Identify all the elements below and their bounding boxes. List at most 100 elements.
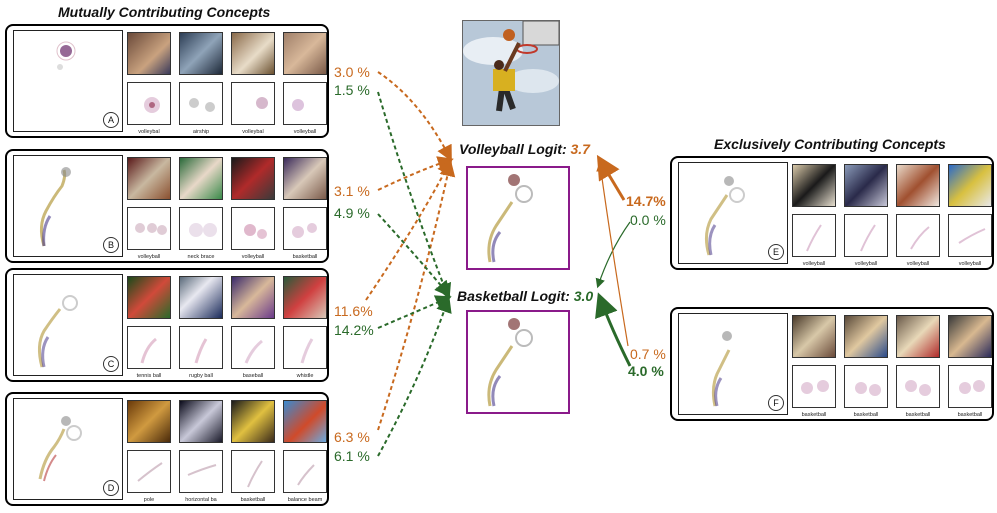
concept-heatmap-small bbox=[896, 214, 940, 257]
concept-photo bbox=[283, 157, 327, 200]
concept-panel-a: A volleybal airship volleybal volleyball bbox=[5, 24, 329, 138]
arrow-f-volleyball bbox=[596, 161, 629, 347]
arrow-b-basketball bbox=[377, 213, 451, 298]
concept-photo bbox=[896, 164, 940, 207]
concept-photo bbox=[844, 164, 888, 207]
concept-heatmap-small bbox=[127, 450, 171, 493]
concept-heatmap-small bbox=[231, 326, 275, 369]
basketball-logit-title: Basketball Logit: 3.0 bbox=[457, 288, 594, 304]
concept-heatmap-small bbox=[231, 450, 275, 493]
concept-label: volleybal bbox=[138, 129, 160, 135]
concept-heatmap-small bbox=[792, 214, 836, 257]
volleyball-logit-title: Volleyball Logit: 3.7 bbox=[459, 141, 590, 157]
concept-photo bbox=[844, 315, 888, 358]
concept-label: basketball bbox=[292, 254, 318, 260]
concept-heatmap: B bbox=[13, 155, 123, 257]
pct-e-volleyball: 14.7% bbox=[626, 193, 666, 209]
pct-f-volleyball: 0.7 % bbox=[630, 346, 666, 362]
concept-photo bbox=[283, 400, 327, 443]
pct-b-basketball: 4.9 % bbox=[334, 205, 370, 221]
concept-photo bbox=[231, 32, 275, 75]
input-photo bbox=[462, 20, 560, 126]
pct-c-volleyball: 11.6% bbox=[334, 303, 373, 319]
concept-heatmap-small bbox=[283, 450, 327, 493]
concept-label: volleybal bbox=[242, 129, 264, 135]
arrow-c-basketball bbox=[377, 295, 452, 329]
concept-photo bbox=[896, 315, 940, 358]
concept-photo bbox=[283, 276, 327, 319]
basketball-logit-label: Basketball Logit bbox=[457, 288, 566, 304]
concept-heatmap-small bbox=[127, 207, 171, 250]
concept-panel-e: E volleyball volleyball volleyball volle… bbox=[670, 156, 994, 270]
concept-photo bbox=[231, 276, 275, 319]
concept-label: basketball bbox=[905, 412, 931, 418]
concept-photo bbox=[179, 157, 223, 200]
concept-photo bbox=[179, 276, 223, 319]
panel-badge: F bbox=[768, 395, 784, 411]
pct-d-volleyball: 6.3 % bbox=[334, 429, 370, 445]
concept-heatmap-small bbox=[896, 365, 940, 408]
concept-photo bbox=[179, 400, 223, 443]
concept-label: volleyball bbox=[906, 261, 930, 267]
concept-label: volleyball bbox=[293, 129, 317, 135]
arrow-d-basketball bbox=[377, 296, 452, 457]
concept-label: volleyball bbox=[958, 261, 982, 267]
volleyball-logit-label: Volleyball Logit bbox=[459, 141, 562, 157]
panel-badge: E bbox=[768, 244, 784, 260]
concept-heatmap-small bbox=[127, 326, 171, 369]
concept-label: volleyball bbox=[241, 254, 265, 260]
concept-heatmap-small bbox=[844, 365, 888, 408]
panel-badge: A bbox=[103, 112, 119, 128]
pct-e-basketball: 0.0 % bbox=[630, 212, 666, 228]
concept-heatmap-small bbox=[283, 207, 327, 250]
concept-heatmap-small bbox=[179, 82, 223, 125]
concept-panel-f: F basketball basketball basketball baske… bbox=[670, 307, 994, 421]
basketball-logit-heatmap bbox=[466, 310, 570, 414]
concept-label: balance beam bbox=[287, 497, 323, 503]
concept-heatmap-small bbox=[179, 450, 223, 493]
concept-photo bbox=[948, 164, 992, 207]
concept-heatmap-small bbox=[844, 214, 888, 257]
exclusive-concepts-title: Exclusively Contributing Concepts bbox=[714, 136, 946, 152]
concept-photo bbox=[127, 157, 171, 200]
arrow-c-volleyball bbox=[365, 158, 452, 301]
concept-photo bbox=[231, 157, 275, 200]
concept-label: neck brace bbox=[187, 254, 215, 260]
concept-heatmap-small bbox=[283, 82, 327, 125]
arrow-e-volleyball bbox=[596, 154, 626, 201]
concept-label: pole bbox=[143, 497, 155, 503]
mutual-concepts-title: Mutually Contributing Concepts bbox=[58, 4, 271, 20]
concept-photo bbox=[127, 32, 171, 75]
concept-label: basketball bbox=[801, 412, 827, 418]
concept-photo bbox=[179, 32, 223, 75]
concept-label: basketball bbox=[957, 412, 983, 418]
panel-badge: D bbox=[103, 480, 119, 496]
concept-heatmap-small bbox=[792, 365, 836, 408]
arrow-a-volleyball bbox=[377, 71, 452, 162]
pct-a-volleyball: 3.0 % bbox=[334, 64, 370, 80]
concept-heatmap: C bbox=[13, 274, 123, 376]
arrow-e-basketball bbox=[595, 221, 631, 289]
pct-b-volleyball: 3.1 % bbox=[334, 183, 370, 199]
concept-photo bbox=[283, 32, 327, 75]
concept-heatmap: E bbox=[678, 162, 788, 264]
concept-label: volleyball bbox=[802, 261, 826, 267]
concept-label: whistle bbox=[296, 373, 314, 379]
concept-panel-d: D pole horizontal ba basketball balance … bbox=[5, 392, 329, 506]
concept-heatmap-small bbox=[948, 365, 992, 408]
concept-label: horizontal ba bbox=[185, 497, 217, 503]
concept-photo bbox=[792, 164, 836, 207]
volleyball-logit-heatmap bbox=[466, 166, 570, 270]
panel-badge: C bbox=[103, 356, 119, 372]
concept-label: rugby ball bbox=[189, 373, 213, 379]
concept-photo bbox=[948, 315, 992, 358]
arrow-f-basketball bbox=[595, 292, 632, 367]
concept-photo bbox=[127, 400, 171, 443]
concept-label: airship bbox=[192, 129, 210, 135]
concept-label: tennis ball bbox=[136, 373, 162, 379]
panel-badge: B bbox=[103, 237, 119, 253]
concept-photo bbox=[231, 400, 275, 443]
concept-label: volleyball bbox=[137, 254, 161, 260]
concept-heatmap-small bbox=[231, 207, 275, 250]
